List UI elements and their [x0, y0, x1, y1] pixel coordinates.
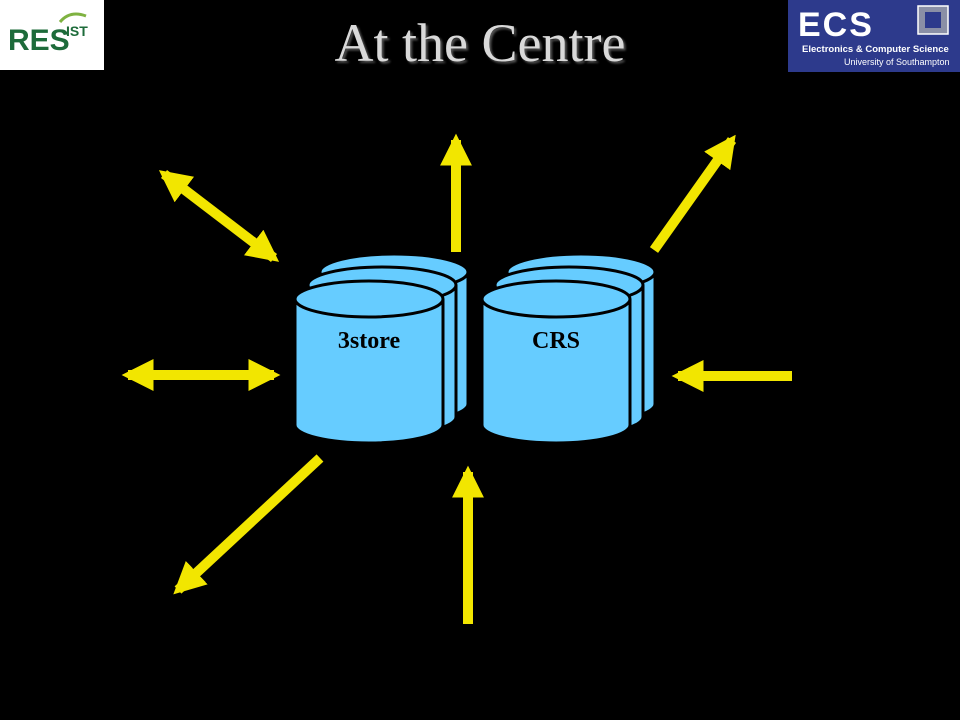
store-label-3store: 3store — [338, 328, 401, 354]
database-stack-crs: CRS — [480, 252, 657, 445]
arrow-top-left-bidirectional — [158, 170, 280, 262]
resist-logo-swoosh — [58, 12, 87, 24]
arrow-bottom-left-outward — [173, 454, 324, 595]
resist-logo-superscript: IST — [66, 23, 88, 39]
resist-logo-graphic: RES IST — [8, 12, 88, 57]
resist-logo-text: RES — [8, 24, 70, 57]
cylinder-front — [293, 279, 445, 445]
ecs-logo: ECS Electronics & Computer Science Unive… — [788, 0, 960, 72]
arrow-top-right-outward — [649, 134, 737, 253]
cylinder-front — [480, 279, 632, 445]
resist-logo: RES IST — [0, 0, 104, 70]
ecs-logo-graphic: ECS Electronics & Computer Science Unive… — [798, 5, 950, 67]
database-stack-3store: 3store — [293, 252, 470, 445]
ecs-logo-line1: Electronics & Computer Science — [802, 44, 949, 55]
store-label-crs: CRS — [532, 328, 580, 354]
slide-title: At the Centre — [334, 13, 626, 73]
chip-core-icon — [925, 12, 941, 28]
ecs-logo-line2: University of Southampton — [844, 57, 950, 67]
ecs-logo-text: ECS — [798, 6, 874, 44]
